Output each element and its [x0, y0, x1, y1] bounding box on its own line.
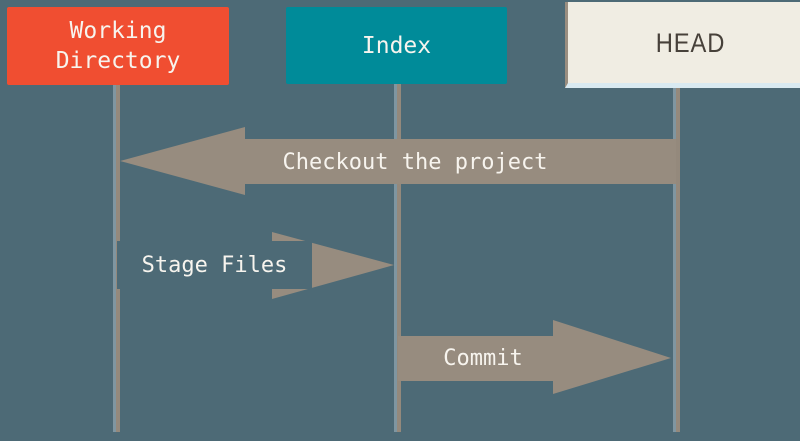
checkout-arrow-label: Checkout the project	[150, 139, 680, 185]
working-directory-label: Working Directory	[55, 18, 181, 74]
commit-arrow	[398, 320, 671, 394]
working-directory-box: Working Directory	[7, 7, 229, 85]
head-timeline	[673, 84, 680, 432]
head-box: HEAD	[565, 2, 800, 88]
checkout-arrow-text: Checkout the project	[282, 149, 548, 175]
checkout-arrow	[120, 127, 676, 195]
stage-files-arrow-text: Stage Files	[141, 252, 288, 278]
commit-arrow-label: Commit	[398, 336, 568, 381]
commit-arrow-text: Commit	[443, 346, 523, 371]
stage-files-arrow-label: Stage Files	[117, 241, 312, 289]
index-box: Index	[286, 7, 507, 84]
index-label: Index	[361, 32, 432, 59]
index-timeline	[394, 84, 401, 432]
head-label: HEAD	[655, 27, 726, 58]
working-directory-timeline	[113, 84, 120, 432]
